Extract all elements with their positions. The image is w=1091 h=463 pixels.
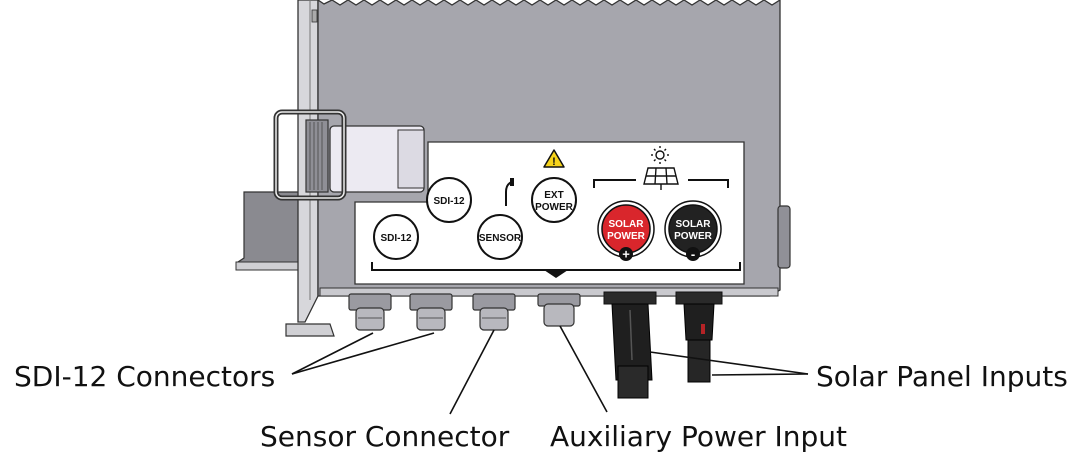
solar-negative-port-label: SOLAR POWER - (664, 200, 722, 262)
probe-icon (505, 178, 514, 206)
plus-icon (619, 247, 633, 261)
sdi12-label-1: SDI-12 (380, 233, 412, 244)
solar-pos-line2: POWER (607, 231, 646, 242)
callout-sdi12-connectors: SDI-12 Connectors (14, 360, 275, 393)
leader-sensor (449, 329, 495, 415)
solar-neg-line1: SOLAR (676, 219, 712, 230)
connector-row (348, 291, 723, 399)
sensor-label: SENSOR (479, 233, 522, 244)
ext-label-line1: EXT (544, 190, 563, 201)
sdi12-label-2: SDI-12 (433, 196, 465, 207)
solar-positive-connector (603, 291, 657, 399)
latch (273, 109, 425, 201)
sensor-port-label: SENSOR (477, 214, 523, 260)
sun-icon (651, 146, 669, 164)
leader-aux-power (559, 325, 608, 413)
connector-label-panel: SDI-12 SDI-12 SENSOR ! EXT POWER (354, 141, 745, 285)
callout-solar-panel-inputs: Solar Panel Inputs (816, 360, 1068, 393)
ext-label-line2: POWER (535, 202, 574, 213)
minus-sign: - (691, 247, 695, 262)
solar-bracket (593, 179, 729, 188)
sdi12-port-label-1: SDI-12 (373, 214, 419, 260)
callout-auxiliary-power-input: Auxiliary Power Input (550, 420, 847, 453)
sdi12-port-label-2: SDI-12 (426, 177, 472, 223)
leader-solar-2 (711, 373, 809, 376)
warning-icon: ! (543, 149, 565, 168)
warning-mark: ! (552, 156, 556, 168)
leader-sdi12-1 (291, 332, 374, 375)
leader-solar-1 (649, 351, 809, 375)
latch-roller (305, 119, 329, 193)
solar-pos-line1: SOLAR (609, 219, 645, 230)
leader-sdi12-2 (291, 332, 435, 375)
solar-positive-port-label: SOLAR POWER + (597, 200, 655, 262)
right-bump (777, 205, 791, 269)
sdi12-connector-1 (348, 293, 392, 331)
solar-neg-line2: POWER (674, 231, 713, 242)
solar-panel-icon (643, 167, 679, 190)
plus-sign: + (622, 247, 630, 262)
minus-icon (686, 247, 700, 261)
bracket-foot (235, 261, 307, 271)
mounting-bracket (237, 191, 301, 269)
panel-arrow (544, 270, 568, 278)
auxiliary-power-connector (537, 293, 581, 327)
callout-sensor-connector: Sensor Connector (260, 420, 510, 453)
solar-negative-connector (675, 291, 723, 383)
leader-lines (291, 325, 809, 415)
bottom-tab (285, 323, 335, 337)
sensor-connector (472, 293, 516, 331)
sdi12-connector-2 (409, 293, 453, 331)
ext-power-port-label: EXT POWER (531, 177, 577, 223)
